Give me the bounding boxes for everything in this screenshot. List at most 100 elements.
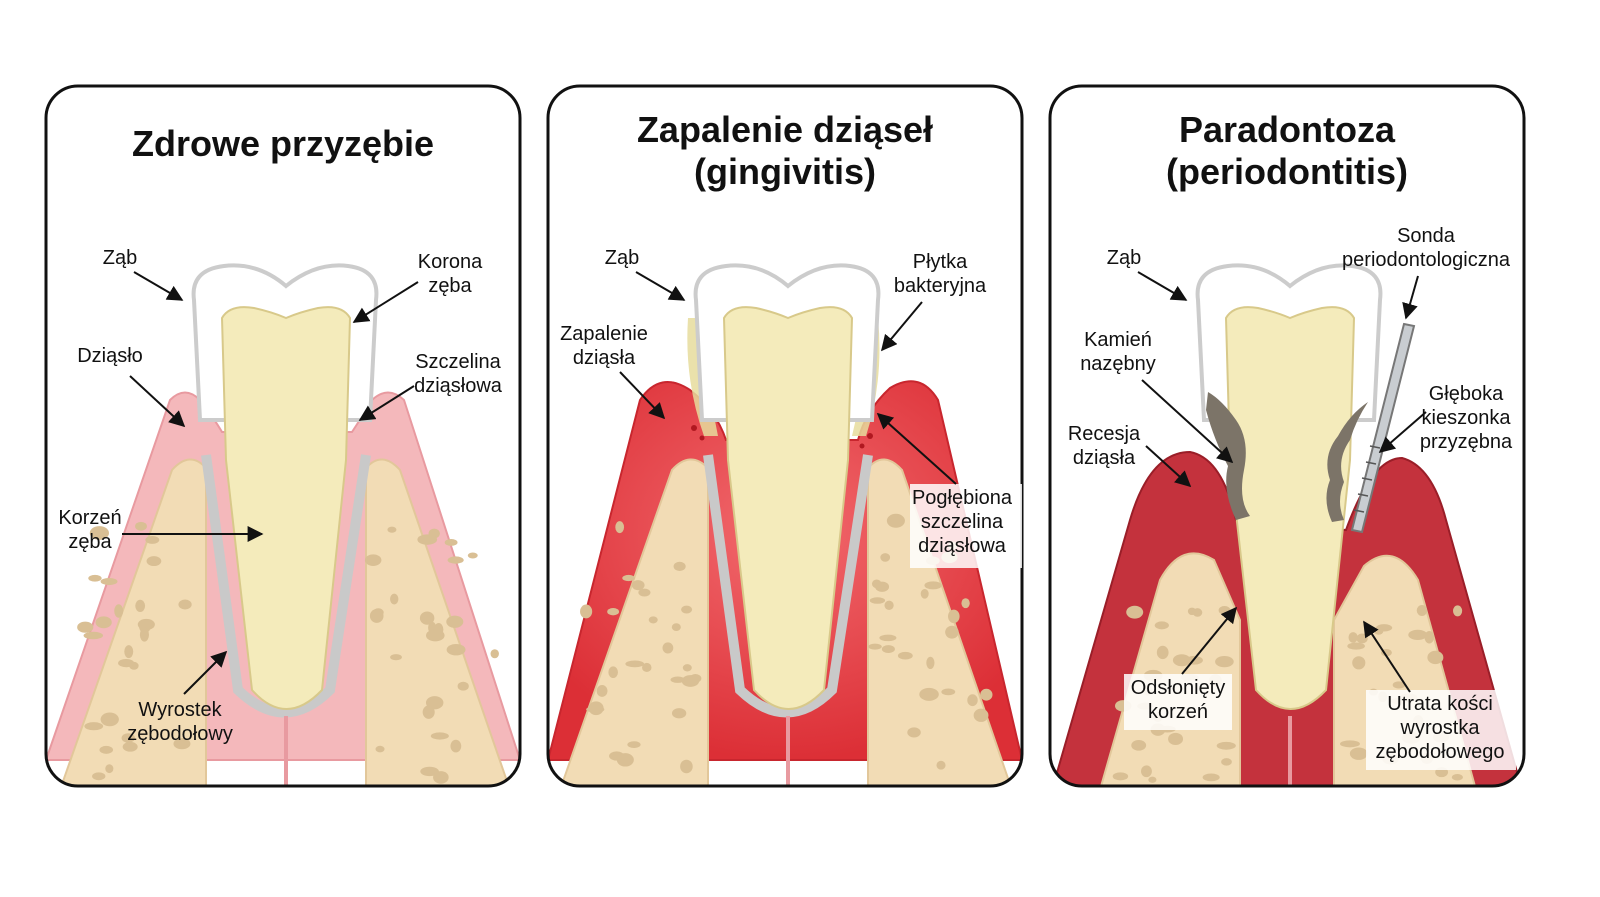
bone-pore xyxy=(114,604,124,618)
bone-pore xyxy=(105,764,114,774)
bone-pore xyxy=(682,664,692,672)
panel-title-line1: Zapalenie dziąseł xyxy=(637,109,933,150)
label-bg xyxy=(1366,690,1516,770)
bone-pore xyxy=(880,553,891,562)
bone-pore xyxy=(77,621,94,633)
bone-pore xyxy=(135,599,146,612)
bone-pore xyxy=(919,687,939,701)
bone-pore xyxy=(118,658,135,668)
bone-pore xyxy=(671,708,687,719)
bone-pore xyxy=(1215,655,1234,668)
label-exposed-root-2: korzeń xyxy=(1148,701,1208,723)
bone-pore xyxy=(1172,654,1191,667)
bone-pore xyxy=(375,745,385,753)
bone-pore xyxy=(671,623,681,631)
bone-pore xyxy=(417,534,438,545)
label-bone-2: zębodołowy xyxy=(127,723,233,745)
bone-pore xyxy=(99,745,114,754)
bone-pore xyxy=(95,616,112,629)
bone-pore xyxy=(642,662,652,673)
bone-pore xyxy=(689,674,702,683)
bone-pore xyxy=(1348,632,1358,643)
label-sulcus-2: dziąsłowa xyxy=(414,375,503,397)
arrow-bone-loss xyxy=(1363,620,1411,693)
bone-pores xyxy=(580,513,993,774)
panel-title: Zdrowe przyzębie xyxy=(132,123,434,164)
bone-pore xyxy=(1373,627,1384,635)
bone-pore xyxy=(444,539,458,546)
bone-pore xyxy=(945,625,959,639)
bone-pore xyxy=(662,642,674,654)
bone-pore xyxy=(920,588,929,599)
bone-pore xyxy=(615,521,625,534)
bone-pore xyxy=(627,741,641,748)
bone-pore xyxy=(622,574,635,582)
bone-pore xyxy=(1347,642,1365,650)
label-probe-2: periodontologiczna xyxy=(1342,249,1511,271)
panel-frame xyxy=(546,84,1024,788)
panel-gingivitis: Zapalenie dziąseł (gingivitis) Ząb Płytk… xyxy=(546,84,1024,788)
bone-pore xyxy=(447,556,464,564)
bone-pore xyxy=(135,521,147,531)
bone-pore xyxy=(638,588,651,597)
bone-pore xyxy=(875,581,890,592)
bone-pore xyxy=(425,629,445,642)
bone-pore xyxy=(425,696,444,710)
label-calculus-2: nazębny xyxy=(1080,353,1156,375)
bone-pore xyxy=(1156,645,1169,660)
bone-pore xyxy=(869,597,886,604)
bone-pore xyxy=(936,760,946,770)
label-inflamed-gum-2: dziąsła xyxy=(573,347,636,369)
bone-pore xyxy=(83,631,104,640)
arrow-probe xyxy=(1402,275,1419,320)
label-probe-1: Sonda xyxy=(1397,225,1456,247)
arrow-tooth xyxy=(635,271,686,301)
bone-pore xyxy=(1427,650,1444,665)
panel-frame xyxy=(44,84,522,788)
bone-pore xyxy=(580,604,593,619)
label-deep-pocket-2: kieszonka xyxy=(1422,407,1512,429)
bone-pore xyxy=(924,581,942,590)
bone-pore xyxy=(596,685,608,697)
label-deep-pocket-1: Głęboka xyxy=(1429,383,1504,405)
bone-pore xyxy=(648,616,658,624)
bone-pore xyxy=(146,556,162,567)
label-plaque-2: bakteryjna xyxy=(894,275,987,297)
bone-pore xyxy=(137,618,155,631)
bone-pore xyxy=(1392,681,1406,689)
bone-pore xyxy=(948,609,960,624)
dentin-periodontitis xyxy=(1224,306,1356,710)
label-root-1: Korzeń xyxy=(58,507,121,529)
arrow-exposed-root xyxy=(1181,606,1238,675)
panel-title-line2: (gingivitis) xyxy=(694,151,876,192)
bone-pore xyxy=(446,615,464,628)
bone-pore xyxy=(178,599,192,610)
bone-pore xyxy=(1356,633,1368,644)
bone-pore xyxy=(1349,747,1368,760)
label-exposed-root-1: Odsłonięty xyxy=(1131,677,1226,699)
bone-pore xyxy=(420,766,439,777)
label-sulcus-1: Szczelina xyxy=(415,351,501,373)
bone-pore xyxy=(673,561,686,572)
bone-pore xyxy=(1352,656,1366,670)
bone-pore xyxy=(122,741,138,752)
bone-pore xyxy=(588,701,604,716)
arrow-sulcus xyxy=(358,385,415,421)
bone-pore xyxy=(941,688,956,696)
bone-pore xyxy=(1216,741,1236,750)
label-bone-loss-3: zębodołowego xyxy=(1376,741,1505,763)
bone-pore xyxy=(616,753,634,767)
bone-pore xyxy=(139,627,149,642)
arrow-crown xyxy=(352,281,419,323)
bone-pore xyxy=(1154,621,1169,630)
bone-pore xyxy=(897,651,913,660)
arrow-tooth xyxy=(1137,271,1188,301)
bone-pore xyxy=(1202,773,1220,782)
bone-pore xyxy=(879,634,897,642)
arrow-tooth xyxy=(133,271,184,301)
bone-pore xyxy=(1340,740,1360,748)
bone-pore xyxy=(1112,772,1129,781)
bone-pore xyxy=(124,645,134,659)
arrow-calculus xyxy=(1141,379,1234,464)
